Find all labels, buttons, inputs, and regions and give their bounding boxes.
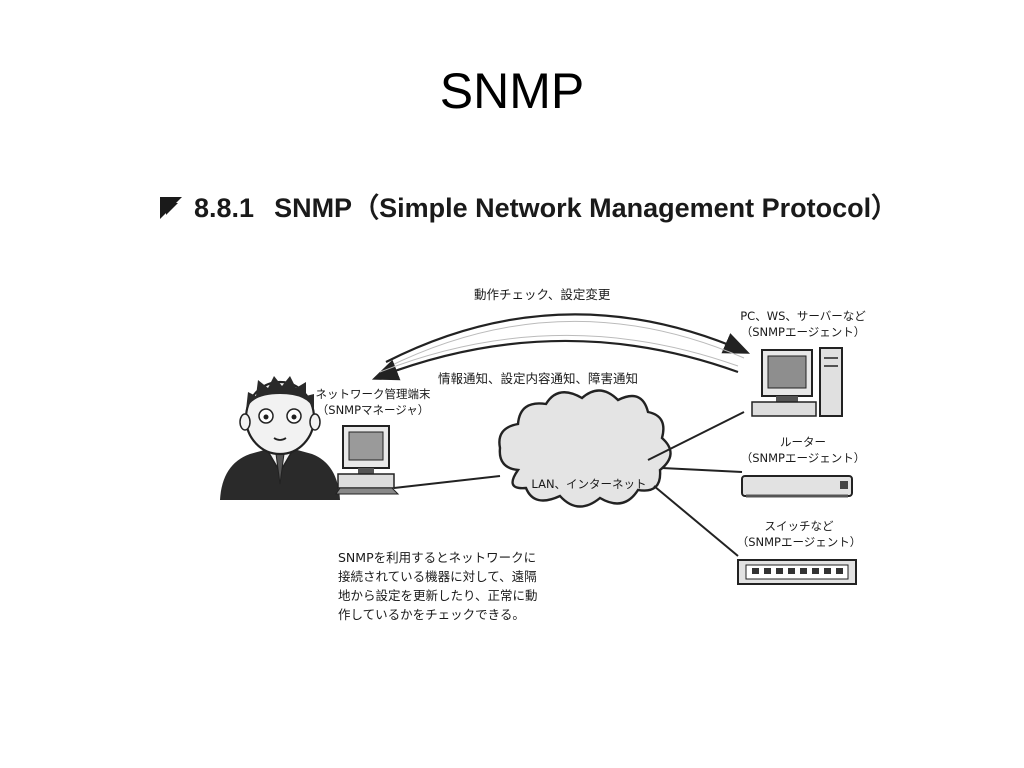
switch-label: スイッチなど （SNMPエージェント） (724, 518, 874, 550)
switch-device (737, 559, 857, 585)
manager-label-line2: （SNMPマネージャ） (316, 403, 430, 417)
manager-terminal (335, 425, 400, 495)
manager-label: ネットワーク管理端末 （SNMPマネージャ） (308, 386, 438, 418)
router-label-line2: （SNMPエージェント） (740, 451, 866, 465)
description-line: 地から設定を更新したり、正常に動 (338, 588, 538, 603)
pc-agent-label: PC、WS、サーバーなど （SNMPエージェント） (718, 308, 888, 340)
pc-link (647, 411, 745, 461)
pc-agent-label-line2: （SNMPエージェント） (740, 325, 866, 339)
network-cloud (498, 389, 672, 508)
manager-link (393, 475, 501, 489)
description-text: SNMPを利用するとネットワークに 接続されている機器に対して、遠隔 地から設定… (338, 548, 608, 624)
switch-label-line2: （SNMPエージェント） (736, 535, 862, 549)
network-label: LAN、インターネット (531, 477, 647, 491)
router-device (741, 475, 853, 498)
manager-label-line1: ネットワーク管理端末 (315, 387, 431, 401)
switch-label-line1: スイッチなど (764, 519, 834, 533)
request-arrow (385, 313, 751, 363)
description-line: SNMPを利用するとネットワークに (338, 550, 537, 565)
administrator-figure (220, 376, 340, 500)
notification-arrow (371, 339, 739, 381)
snmp-figure: 8.8.1 SNMP（Simple Network Management Prot… (148, 172, 956, 662)
notification-label: 情報通知、設定内容通知、障害通知 (438, 371, 639, 386)
section-number: 8.8.1 (194, 193, 255, 223)
description-line: 作しているかをチェックできる。 (338, 607, 525, 622)
pc-agent-label-line1: PC、WS、サーバーなど (740, 309, 866, 323)
section-title: SNMP（Simple Network Management Protocol） (274, 193, 899, 223)
router-label-line1: ルーター (780, 435, 826, 449)
network-diagram (220, 313, 857, 585)
request-label: 動作チェック、設定変更 (474, 287, 611, 302)
pc-agent-device (751, 347, 843, 417)
slide-title: SNMP (439, 63, 585, 119)
router-label: ルーター （SNMPエージェント） (728, 434, 878, 466)
description-line: 接続されている機器に対して、遠隔 (338, 569, 537, 584)
switch-link (653, 485, 739, 557)
router-link (661, 467, 743, 473)
section-heading: 8.8.1 SNMP（Simple Network Management Prot… (148, 186, 898, 226)
section-marker-icon (160, 197, 182, 219)
